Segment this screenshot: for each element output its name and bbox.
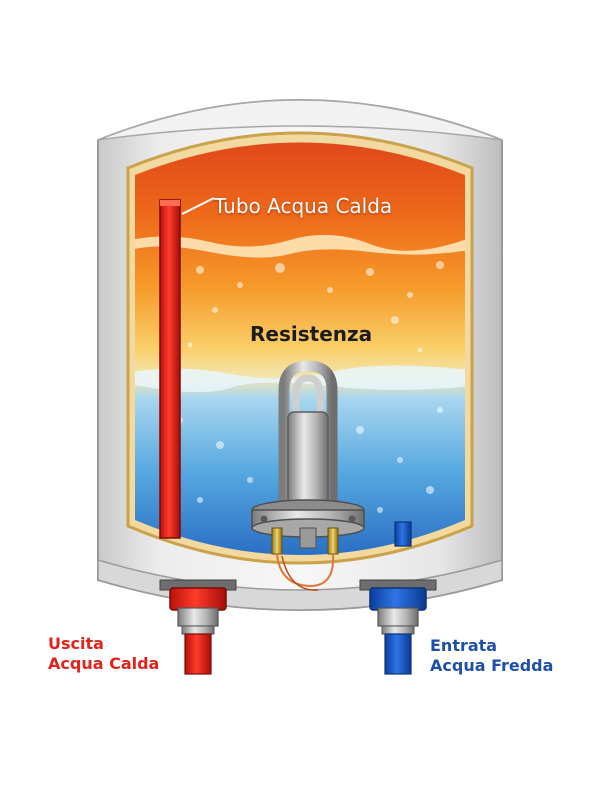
hot-outlet-fitting	[159, 579, 237, 675]
cold-inlet-label: Entrata Acqua Fredda	[430, 636, 553, 676]
hot-outlet-label: Uscita Acqua Calda	[48, 634, 159, 674]
heating-element-label: Resistenza	[250, 322, 373, 346]
heating-element	[251, 360, 365, 591]
hot-outlet-pipe	[184, 633, 212, 675]
hot-water-surface	[135, 234, 465, 258]
hot-outlet-label-line1: Uscita	[48, 634, 104, 653]
hot-water-pipe-label: Tubo Acqua Calda	[214, 194, 393, 218]
water-cutaway	[126, 131, 474, 565]
cold-inlet-tube	[394, 521, 412, 547]
element-sheath	[287, 411, 329, 509]
cold-inlet-fitting	[359, 579, 437, 675]
terminal-right	[327, 527, 339, 555]
hot-outlet-label-line2: Acqua Calda	[48, 654, 160, 673]
cold-inlet-label-line1: Entrata	[430, 636, 498, 655]
bubbles	[162, 261, 444, 513]
cold-inlet-pipe	[384, 633, 412, 675]
hot-pipe-leader-line	[181, 197, 215, 215]
cold-inlet-label-line2: Acqua Fredda	[430, 656, 554, 675]
element-wiring	[276, 553, 335, 588]
terminal-left	[271, 527, 283, 555]
hot-water-pipe	[159, 197, 215, 539]
